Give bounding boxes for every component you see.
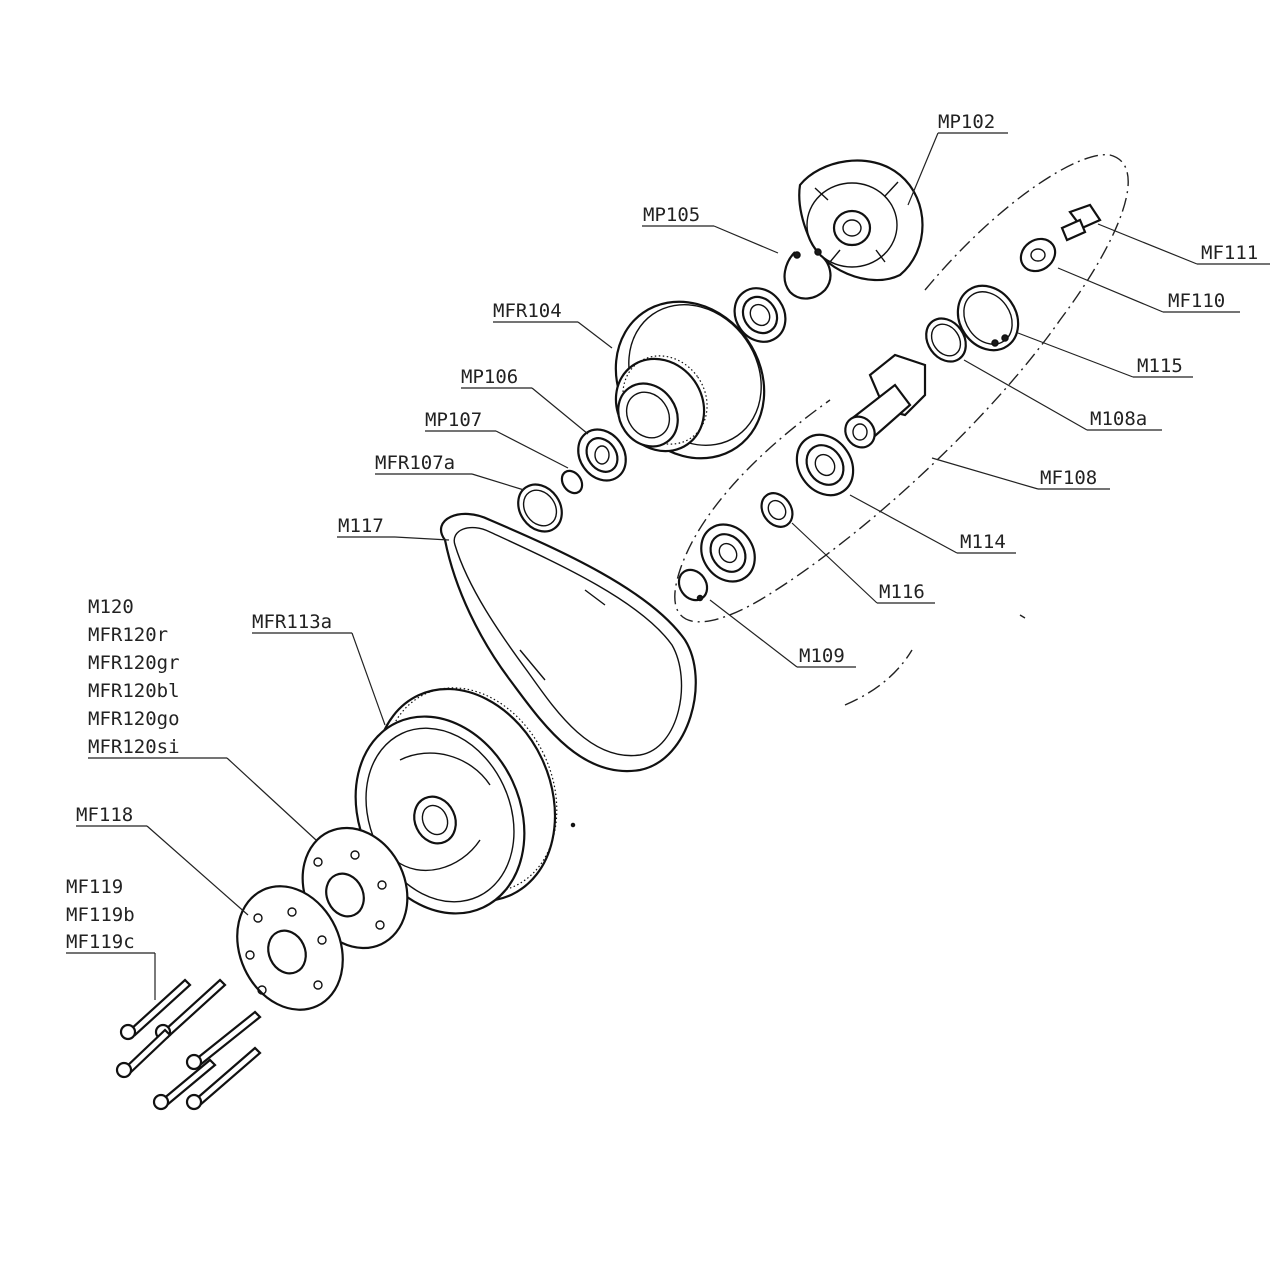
bearing-upper-part bbox=[733, 287, 787, 343]
label-m116: M116 bbox=[879, 581, 925, 603]
washer-mf110-part bbox=[1019, 237, 1057, 273]
label-mfr120si: MFR120si bbox=[88, 736, 180, 758]
label-m108a: M108a bbox=[1090, 408, 1147, 430]
label-mfr104: MFR104 bbox=[493, 300, 562, 322]
label-m114: M114 bbox=[960, 531, 1006, 553]
label-m115: M115 bbox=[1137, 355, 1183, 377]
circlip-mp105-part bbox=[783, 248, 832, 300]
circlip-m115-part bbox=[956, 284, 1020, 352]
label-mp102: MP102 bbox=[938, 111, 995, 133]
label-m120: M120 bbox=[88, 596, 134, 618]
label-mfr120r: MFR120r bbox=[88, 624, 168, 646]
bolts-mf119-part bbox=[115, 978, 262, 1111]
drive-belt-m117-part bbox=[439, 512, 697, 773]
label-mp105: MP105 bbox=[643, 204, 700, 226]
label-mfr120bl: MFR120bl bbox=[88, 680, 180, 702]
assembly-group-outline bbox=[674, 154, 1129, 706]
plate-mf118-part bbox=[236, 885, 344, 1011]
label-mf119c: MF119c bbox=[66, 931, 135, 953]
stray-marks bbox=[570, 822, 576, 828]
label-m117: M117 bbox=[338, 515, 384, 537]
leader-lines bbox=[66, 132, 1270, 1000]
bearing-m114-part bbox=[795, 433, 855, 497]
label-mfr107a: MFR107a bbox=[375, 452, 455, 474]
part-labels: MP102 MP105 MF111 MF110 MFR104 M115 MP10… bbox=[66, 111, 1258, 953]
label-mf110: MF110 bbox=[1168, 290, 1225, 312]
label-mf108: MF108 bbox=[1040, 467, 1097, 489]
label-mp106: MP106 bbox=[461, 366, 518, 388]
label-mf118: MF118 bbox=[76, 804, 133, 826]
label-mf119: MF119 bbox=[66, 876, 123, 898]
ring-mfr107a-part bbox=[517, 483, 563, 533]
label-mfr113a: MFR113a bbox=[252, 611, 332, 633]
bolt-mf111-part bbox=[1060, 203, 1102, 242]
clutch-bell-mfr104-part bbox=[614, 300, 766, 460]
label-mf111: MF111 bbox=[1201, 242, 1258, 264]
bearing-lower-part bbox=[700, 523, 756, 583]
spacer-m116-part bbox=[760, 492, 794, 528]
bearing-mp106-part bbox=[577, 428, 627, 482]
label-mfr120go: MFR120go bbox=[88, 708, 180, 730]
label-mfr120gr: MFR120gr bbox=[88, 652, 180, 674]
shim-m108a-part bbox=[925, 317, 967, 363]
crank-hub-mf108-part bbox=[844, 353, 927, 449]
label-mp107: MP107 bbox=[425, 409, 482, 431]
label-m109: M109 bbox=[799, 645, 845, 667]
circlip-m109-part bbox=[677, 568, 709, 602]
clutch-shoe-part bbox=[798, 159, 924, 282]
ring-mp107-part bbox=[560, 469, 584, 495]
label-mf119b: MF119b bbox=[66, 904, 135, 926]
